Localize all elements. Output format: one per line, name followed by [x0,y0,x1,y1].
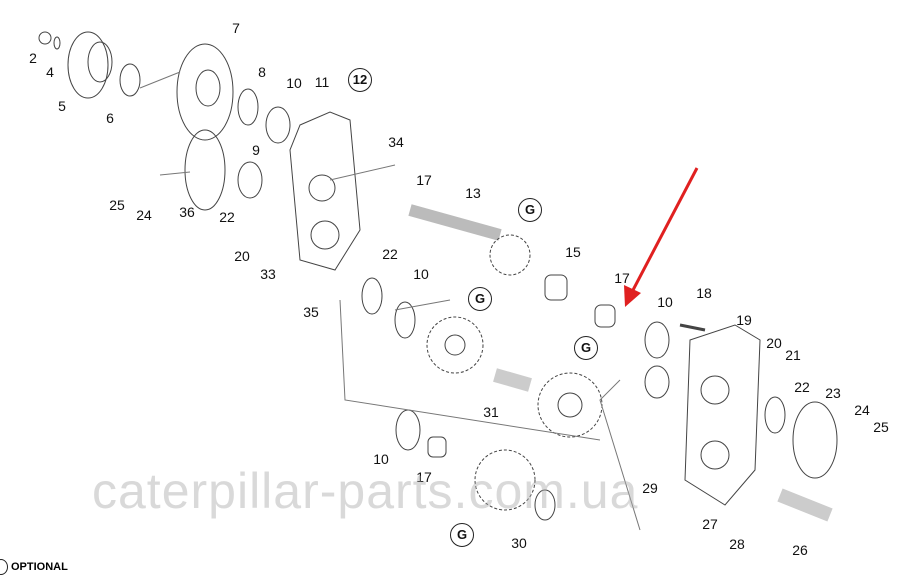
callout-label: 10 [373,451,389,467]
callout-label: 19 [736,312,752,328]
callout-label: 13 [465,185,481,201]
part-2-nut [38,31,52,45]
callout-label: 25 [109,197,125,213]
legend-optional: OPTIONAL [0,559,68,575]
callout-circled: G [450,523,474,547]
part-18-pin [679,323,706,332]
callout-label: 20 [766,335,782,351]
callout-label: 31 [483,404,499,420]
callout-label: 10 [413,266,429,282]
callout-label: 24 [854,402,870,418]
gear [489,234,531,276]
legend-text: OPTIONAL [11,561,68,573]
callout-circled: G [518,198,542,222]
gear [426,316,484,374]
part-19-housing [684,324,761,506]
callout-label: 35 [303,304,319,320]
part-10-bearing [265,106,291,144]
part-30-ring [534,489,556,521]
part-10-bearing [395,409,421,451]
callout-label: 10 [286,75,302,91]
callout-label: 30 [511,535,527,551]
callout-label: 25 [873,419,889,435]
callout-label: 20 [234,248,250,264]
part-4-oring [53,36,61,50]
part-22-gasket [361,277,383,315]
callout-circled: G [574,336,598,360]
part-17-bushing [427,436,447,458]
callout-label: 7 [232,20,240,36]
callout-label: 26 [792,542,808,558]
callout-label: 6 [106,110,114,126]
callout-label: 5 [58,98,66,114]
callout-circled: 12 [348,68,372,92]
callout-label: 9 [252,142,260,158]
callout-label: 34 [388,134,404,150]
callout-label: 10 [657,294,673,310]
watermark: caterpillar-parts.com.ua [92,463,639,519]
callout-label: 17 [614,270,630,286]
callout-label: 8 [258,64,266,80]
callout-label: 4 [46,64,54,80]
callout-label: 33 [260,266,276,282]
callout-label: 22 [219,209,235,225]
part-5-flange [67,31,109,99]
callout-label: 18 [696,285,712,301]
part-10-bearing [644,321,670,359]
callout-label: 23 [825,385,841,401]
part-17-bushing [594,304,616,328]
callout-label: 15 [565,244,581,260]
part-11-housing [289,111,361,271]
part-22-gasket [764,396,786,434]
red-arrow [624,167,699,307]
part-31-shaft [493,368,532,392]
callout-label: 22 [794,379,810,395]
callout-label: 29 [642,480,658,496]
callout-label: 22 [382,246,398,262]
part-7-cover [176,43,234,141]
callout-label: 17 [416,469,432,485]
part-8-seal [237,88,259,126]
circled-g-symbol-icon [0,559,8,575]
callout-circled: G [468,287,492,311]
part-10-bearing [394,301,416,339]
callout-label: 36 [179,204,195,220]
callout-label: 11 [314,74,330,90]
part-15-bushing [544,274,568,301]
callout-label: 2 [29,50,37,66]
callout-label: 28 [729,536,745,552]
gear [537,372,603,438]
part-36-cover [184,129,226,211]
callout-label: 21 [785,347,801,363]
callout-label: 17 [416,172,432,188]
callout-label: 27 [702,516,718,532]
part-26-shaft [777,488,833,522]
callout-label: 24 [136,207,152,223]
part-23-cover [792,401,838,479]
part-6-seal [119,63,141,97]
part-22-gasket [237,161,263,199]
part-13-shaft [408,204,502,241]
gear [474,449,536,511]
